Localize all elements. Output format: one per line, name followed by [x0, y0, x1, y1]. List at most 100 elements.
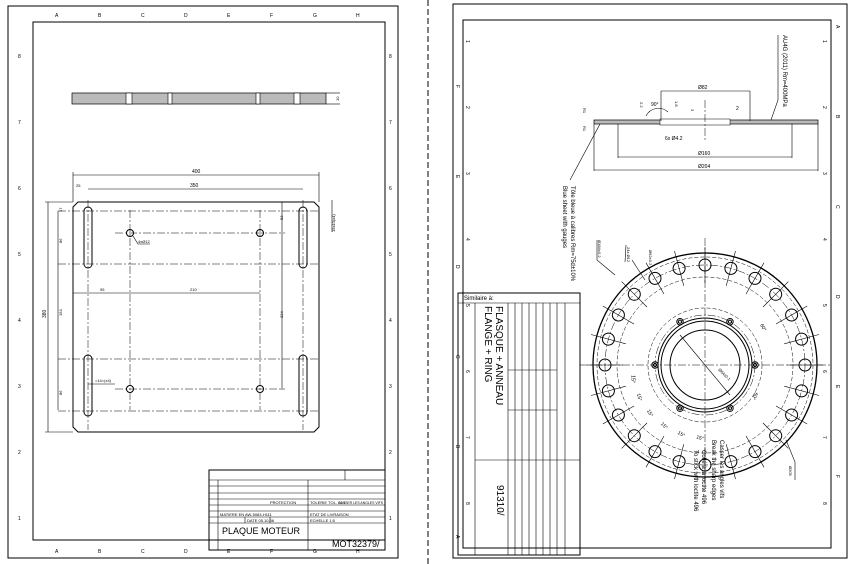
- grid-row-label: 3: [389, 384, 392, 390]
- hole-centerline: [775, 305, 808, 325]
- grid-row-label: 8: [18, 54, 21, 60]
- drawing-title-en: FLANGE + RING: [482, 306, 493, 383]
- grid-row-label: 4: [464, 238, 470, 241]
- grid-column-label: E: [227, 13, 231, 19]
- grid-column-label: B: [834, 115, 840, 119]
- dim-slot-spec: =14=(x4): [95, 378, 112, 383]
- bolt-hole: [724, 261, 738, 275]
- dim-d64: Ø64±0.1: [717, 367, 732, 382]
- dim-d204: Ø204: [698, 164, 710, 170]
- note-3: Collé à la loctite 496: [700, 450, 706, 505]
- grid-column-label: B: [98, 549, 102, 555]
- sheet-note-en: Blue sheet with gauges: [561, 186, 567, 248]
- grid-row-label: 6: [821, 370, 827, 373]
- grid-row-label: 6: [464, 370, 470, 373]
- grid-column-label: B: [454, 445, 460, 449]
- grid-row-label: 3: [464, 172, 470, 175]
- grid-column-label: A: [834, 25, 840, 29]
- bolt-hole: [769, 287, 783, 301]
- angle-label-15: 15°: [630, 375, 636, 383]
- grid-row-label: 3: [821, 172, 827, 175]
- hole-centerline: [590, 334, 626, 345]
- bolt-hole: [611, 308, 625, 322]
- grid-column-label: A: [55, 13, 59, 19]
- hole-centerline: [784, 334, 820, 345]
- grid-row-label: 1: [464, 40, 470, 43]
- grid-column-label: F: [270, 549, 273, 555]
- hole-centerline: [745, 262, 765, 295]
- grid-row-label: 8: [389, 54, 392, 60]
- hole-centerline: [775, 405, 808, 425]
- dim-2-2: 2.2: [639, 102, 644, 108]
- grid-column-label: D: [184, 13, 188, 19]
- dim-3: 3: [690, 109, 695, 112]
- tb-material: MATIERE EN AW-5083-H111: [220, 512, 273, 517]
- plate-outline: [72, 201, 320, 433]
- grid-column-label: C: [454, 355, 460, 359]
- right-sheet-border: [452, 3, 848, 559]
- grid-row-label: 5: [821, 304, 827, 307]
- small-hole: [726, 318, 734, 326]
- slot: [83, 206, 93, 269]
- small-hole-inner: [677, 319, 683, 324]
- dim-60b: 60°: [750, 391, 759, 400]
- small-hole: [676, 404, 684, 412]
- slot: [83, 354, 93, 417]
- grid-row-label: 2: [18, 450, 21, 456]
- right-sheet-frame: [462, 19, 832, 549]
- grid-row-label: 1: [821, 40, 827, 43]
- tb-date: DATE 05.10.06: [247, 518, 275, 523]
- bolt-hole: [795, 384, 809, 398]
- drawing-title: PLAQUE MOTEUR: [222, 526, 301, 536]
- material-note: AU4G (2011) Rm=400MPa: [781, 35, 787, 107]
- dim-25: 25: [76, 183, 81, 188]
- angle-labels: 15°15°15°15°15°15°: [630, 375, 705, 442]
- dim-60: 60°: [758, 323, 767, 333]
- grid-column-label: D: [454, 265, 460, 269]
- grid-column-label: F: [834, 475, 840, 478]
- drawing-title-fr: FLASQUE + ANNEAU: [493, 306, 504, 405]
- dim-210: 210: [190, 287, 197, 292]
- dim-53: 53: [279, 215, 284, 220]
- sheet-note-fr: Tôle bleue à calibres Rm=75d±10%: [569, 186, 575, 282]
- dim-95: 95: [100, 287, 105, 292]
- tb-scale: ECHELLE 1:5: [310, 518, 336, 523]
- grid-column-label: G: [313, 549, 317, 555]
- bolt-hole: [601, 384, 615, 398]
- plate-top-view: 400 350 25 380 17 86 154 86 95 210 53 22…: [42, 169, 336, 433]
- bolt-hole: [769, 429, 783, 443]
- similar-label: Similaire à:: [464, 296, 494, 302]
- bolt-hole: [611, 408, 625, 422]
- angle-label-15: 15°: [695, 435, 704, 443]
- small-hole: [676, 318, 684, 326]
- hole-centerline: [674, 444, 685, 480]
- hole-centerline: [784, 385, 820, 396]
- grid-column-label: F: [454, 85, 460, 88]
- grid-column-label: A: [55, 549, 59, 555]
- small-hole: [726, 404, 734, 412]
- tb-protection: PROTECTION: [270, 500, 296, 505]
- hole: [126, 229, 134, 237]
- grid-row-label: 6: [389, 186, 392, 192]
- grid-column-label: C: [834, 205, 840, 209]
- grid-row-label: 7: [18, 120, 21, 126]
- bolt-hole: [627, 287, 641, 301]
- angle-label-15: 15°: [635, 393, 643, 402]
- grid-row-label: 7: [821, 436, 827, 439]
- grid-column-label: C: [141, 549, 145, 555]
- left-sheet-border: [7, 5, 399, 559]
- dim-86b: 86: [58, 390, 63, 395]
- grid-row-label: 2: [821, 106, 827, 109]
- dim-154: 154: [58, 309, 63, 316]
- grid-row-label: 8: [821, 502, 827, 505]
- grid-row-label: 2: [464, 106, 470, 109]
- angle-label-15: 15°: [676, 430, 686, 439]
- bolt-hole: [785, 408, 799, 422]
- drawing-number-right: 91310/: [494, 485, 505, 516]
- bolt-holes: [587, 247, 823, 483]
- angle-label-15: 15°: [645, 409, 654, 419]
- hole-centerline: [621, 281, 648, 308]
- dim-d205: Ø205: [788, 466, 793, 477]
- dim-1-8: 1.8: [674, 101, 679, 107]
